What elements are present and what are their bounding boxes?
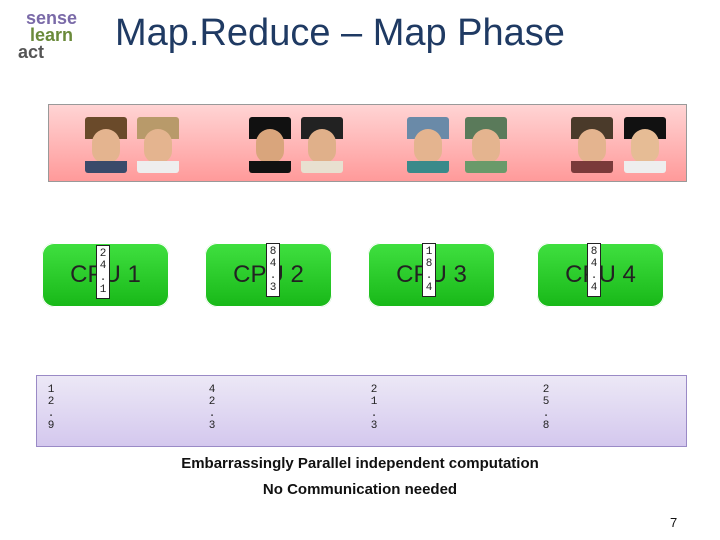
person-photo-3 (249, 117, 291, 173)
caption-no-communication: No Communication needed (262, 481, 458, 498)
people-photo-band (48, 104, 687, 182)
caption-parallel: Embarrassingly Parallel independent comp… (181, 455, 539, 472)
person-photo-8 (624, 117, 666, 173)
results-band (36, 375, 687, 447)
person-photo-2 (137, 117, 179, 173)
page-number: 7 (670, 515, 678, 530)
logo-line-act: act (18, 42, 45, 62)
logo-line-sense: sense (26, 8, 78, 28)
person-photo-4 (301, 117, 343, 173)
person-photo-7 (571, 117, 613, 173)
logo-line-learn: learn (30, 25, 74, 45)
slide-title: Map.Reduce – Map Phase (115, 12, 565, 54)
person-photo-1 (85, 117, 127, 173)
person-photo-5 (407, 117, 449, 173)
person-photo-6 (465, 117, 507, 173)
sense-learn-act-logo: sense learn act (18, 8, 98, 66)
